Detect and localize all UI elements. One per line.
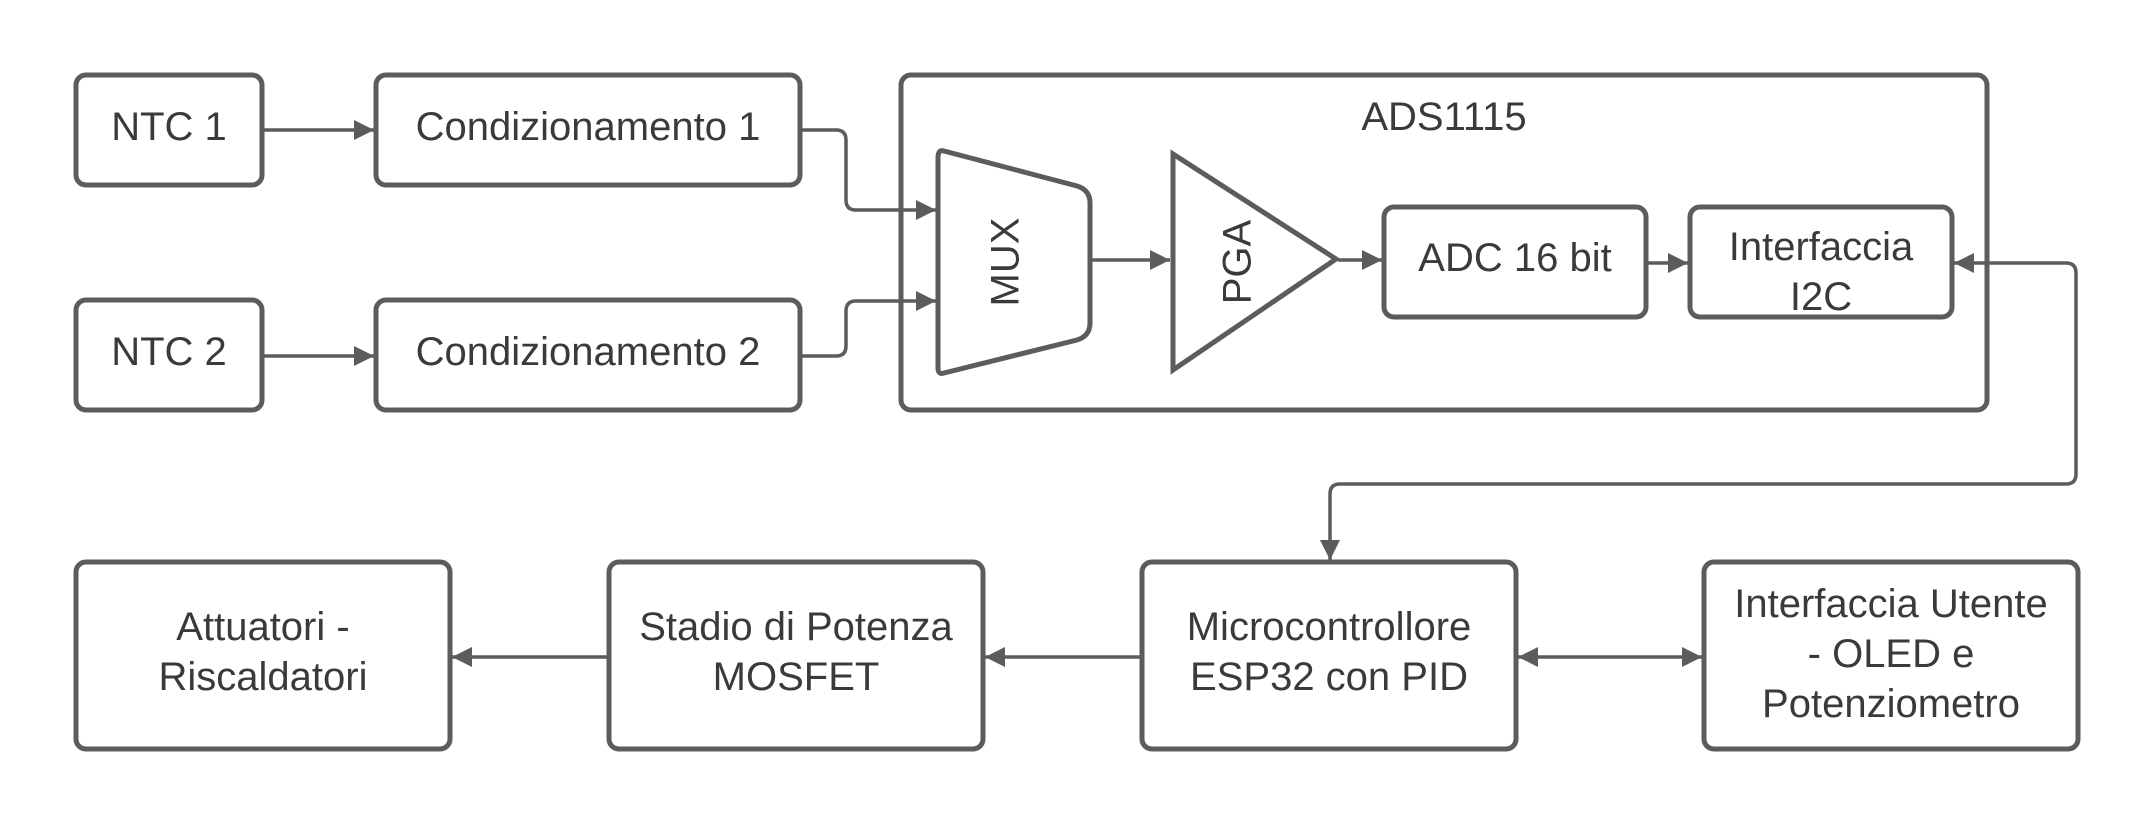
mux-block: MUX: [935, 148, 1093, 376]
pga-label: PGA: [1216, 219, 1260, 304]
microcontroller-block: Microcontrollore ESP32 con PID: [1139, 559, 1519, 752]
pga-block: PGA: [1170, 149, 1341, 375]
user-interface-label-line2: - OLED e: [1808, 632, 1975, 676]
adc-label: ADC 16 bit: [1418, 236, 1611, 280]
connectors: [264, 120, 2078, 667]
user-interface-block: Interfaccia Utente - OLED e Potenziometr…: [1701, 559, 2081, 752]
arrow-cond1-to-mux: [802, 128, 936, 220]
ntc1-block: NTC 1: [73, 72, 265, 188]
actuators-block: Attuatori - Riscaldatori: [73, 559, 453, 752]
i2c-label-line1: Interfaccia: [1729, 225, 1914, 269]
user-interface-label-line3: Potenziometro: [1762, 682, 2020, 726]
ntc2-label: NTC 2: [111, 330, 227, 374]
power-stage-label-line1: Stadio di Potenza: [639, 605, 953, 649]
i2c-interface-block: Interfaccia I2C: [1687, 204, 1955, 320]
conditioning1-label: Condizionamento 1: [416, 105, 761, 149]
power-stage-block: Stadio di Potenza MOSFET: [606, 559, 986, 752]
adc-block: ADC 16 bit: [1381, 204, 1649, 320]
ntc1-label: NTC 1: [111, 105, 227, 149]
user-interface-label-line1: Interfaccia Utente: [1734, 582, 2048, 626]
actuators-label-line2: Riscaldatori: [159, 655, 368, 699]
conditioning2-label: Condizionamento 2: [416, 330, 761, 374]
conditioning2-block: Condizionamento 2: [373, 297, 803, 413]
actuators-label-line1: Attuatori -: [176, 605, 349, 649]
microcontroller-label-line1: Microcontrollore: [1187, 605, 1472, 649]
conditioning1-block: Condizionamento 1: [373, 72, 803, 188]
arrow-cond2-to-mux: [802, 291, 936, 358]
power-stage-label-line2: MOSFET: [713, 655, 880, 699]
mux-label: MUX: [984, 218, 1028, 307]
arrow-i2c-mcu-bus: [1320, 253, 2078, 560]
microcontroller-label-line2: ESP32 con PID: [1190, 655, 1468, 699]
ads1115-title: ADS1115: [1361, 95, 1526, 139]
i2c-label-line2: I2C: [1790, 275, 1852, 319]
ntc2-block: NTC 2: [73, 297, 265, 413]
